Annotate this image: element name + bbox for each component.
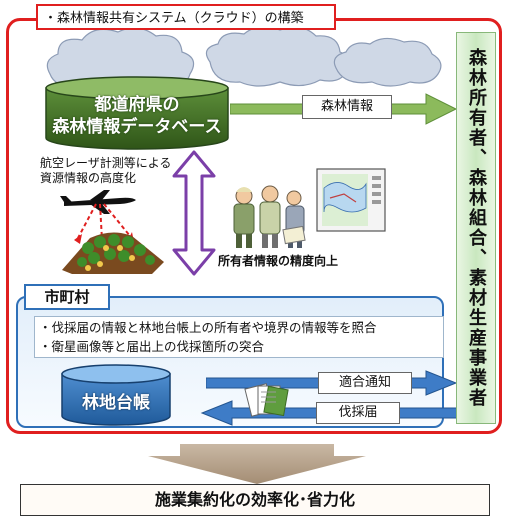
database-icon bbox=[45, 76, 229, 150]
sync-double-arrow bbox=[172, 150, 216, 276]
municipality-label: 市町村 bbox=[24, 284, 110, 310]
document-icon bbox=[282, 226, 306, 245]
map-screen-icon bbox=[316, 168, 386, 232]
stakeholders-text: 森林所有者、森林組合、素材生産事業者 bbox=[466, 48, 487, 408]
stakeholders-bar: 森林所有者、森林組合、素材生産事業者 bbox=[456, 32, 496, 424]
down-arrow-icon bbox=[148, 444, 366, 484]
aerial-line2: 資源情報の高度化 bbox=[40, 171, 137, 185]
forest-info-label: 森林情報 bbox=[302, 95, 392, 119]
cloud-icon bbox=[46, 26, 442, 91]
note-item: ・衛星画像等と届出上の伐採箇所の突合 bbox=[39, 339, 265, 354]
prefecture-database-label: 都道府県の 森林情報データベース bbox=[44, 94, 230, 138]
result-box: 施業集約化の効率化･省力化 bbox=[20, 484, 490, 516]
db-label-line1: 都道府県の bbox=[94, 95, 180, 115]
forest-terrain-icon bbox=[62, 232, 164, 274]
felling-notice-label: 伐採届 bbox=[316, 402, 400, 424]
documents-icon bbox=[244, 383, 289, 417]
ledger-label: 林地台帳 bbox=[82, 393, 150, 413]
ledger-database-icon bbox=[61, 364, 171, 426]
aerial-line1: 航空レーザ計測等による bbox=[40, 156, 172, 170]
aerial-text: 航空レーザ計測等による 資源情報の高度化 bbox=[40, 156, 171, 186]
municipality-notes: ・伐採届の情報と林地台帳上の所有者や境界の情報等を照合 ・衛星画像等と届出上の伐… bbox=[34, 316, 444, 358]
section-title: ・森林情報共有システム（クラウド）の構築 bbox=[36, 4, 336, 30]
note-item: ・伐採届の情報と林地台帳上の所有者や境界の情報等を照合 bbox=[39, 320, 377, 335]
compliance-notice-label: 適合通知 bbox=[318, 372, 412, 394]
airplane-icon bbox=[60, 190, 136, 214]
db-label-line2: 森林情報データベース bbox=[52, 117, 222, 137]
owner-caption: 所有者情報の精度向上 bbox=[218, 254, 339, 268]
